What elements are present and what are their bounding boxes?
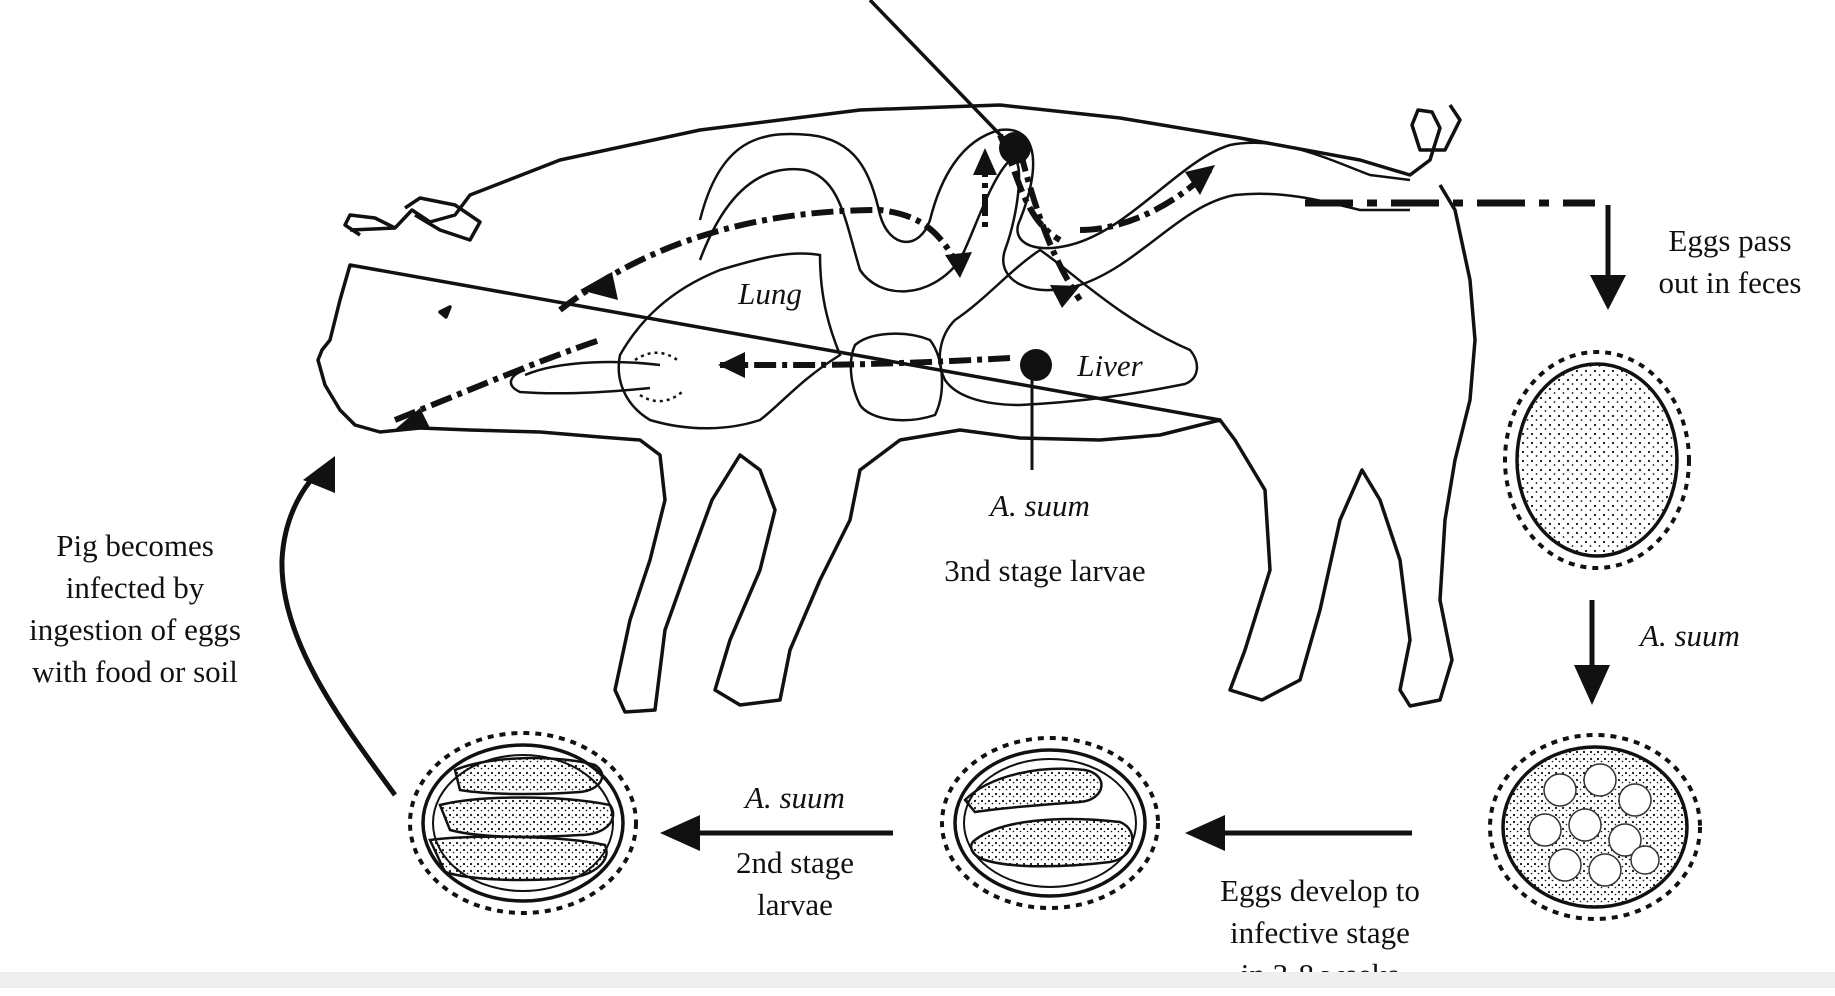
egg-larva-coiled [942, 738, 1158, 908]
third-stage-larvae-label: 3nd stage larvae [905, 550, 1185, 592]
lung-label: Lung [720, 273, 820, 315]
second-stage-line-2: larvae [705, 884, 885, 926]
egg-developing [1490, 735, 1700, 919]
eggs-pass-line-2: out in feces [1630, 262, 1830, 304]
pig-infected-line-4: with food or soil [0, 651, 270, 693]
top-pointer-line [870, 0, 1010, 145]
bottom-strip [0, 972, 1835, 988]
second-stage-larvae-label: 2nd stage larvae [705, 842, 885, 926]
heart-shape [851, 334, 942, 421]
pig-infected-label: Pig becomes infected by ingestion of egg… [0, 525, 270, 693]
a-suum-label-bottom: A. suum [720, 777, 870, 819]
eggs-pass-label: Eggs pass out in feces [1630, 220, 1830, 304]
pig-infected-line-2: infected by [0, 567, 270, 609]
egg-infective-larva [410, 733, 636, 913]
eggs-develop-line-2: infective stage [1190, 912, 1450, 954]
egg-unembryonated [1505, 352, 1689, 568]
pig-infected-line-3: ingestion of eggs [0, 609, 270, 651]
eggs-pass-line-1: Eggs pass [1630, 220, 1830, 262]
liver-label: Liver [1060, 345, 1160, 387]
liver-marker-dot [1020, 349, 1052, 381]
eggs-develop-line-1: Eggs develop to [1190, 870, 1450, 912]
a-suum-label-right: A. suum [1615, 615, 1765, 657]
a-suum-label-center: A. suum [955, 485, 1125, 527]
second-stage-line-1: 2nd stage [705, 842, 885, 884]
intestine [700, 130, 1410, 292]
organs [511, 130, 1410, 429]
pig-infected-line-1: Pig becomes [0, 525, 270, 567]
